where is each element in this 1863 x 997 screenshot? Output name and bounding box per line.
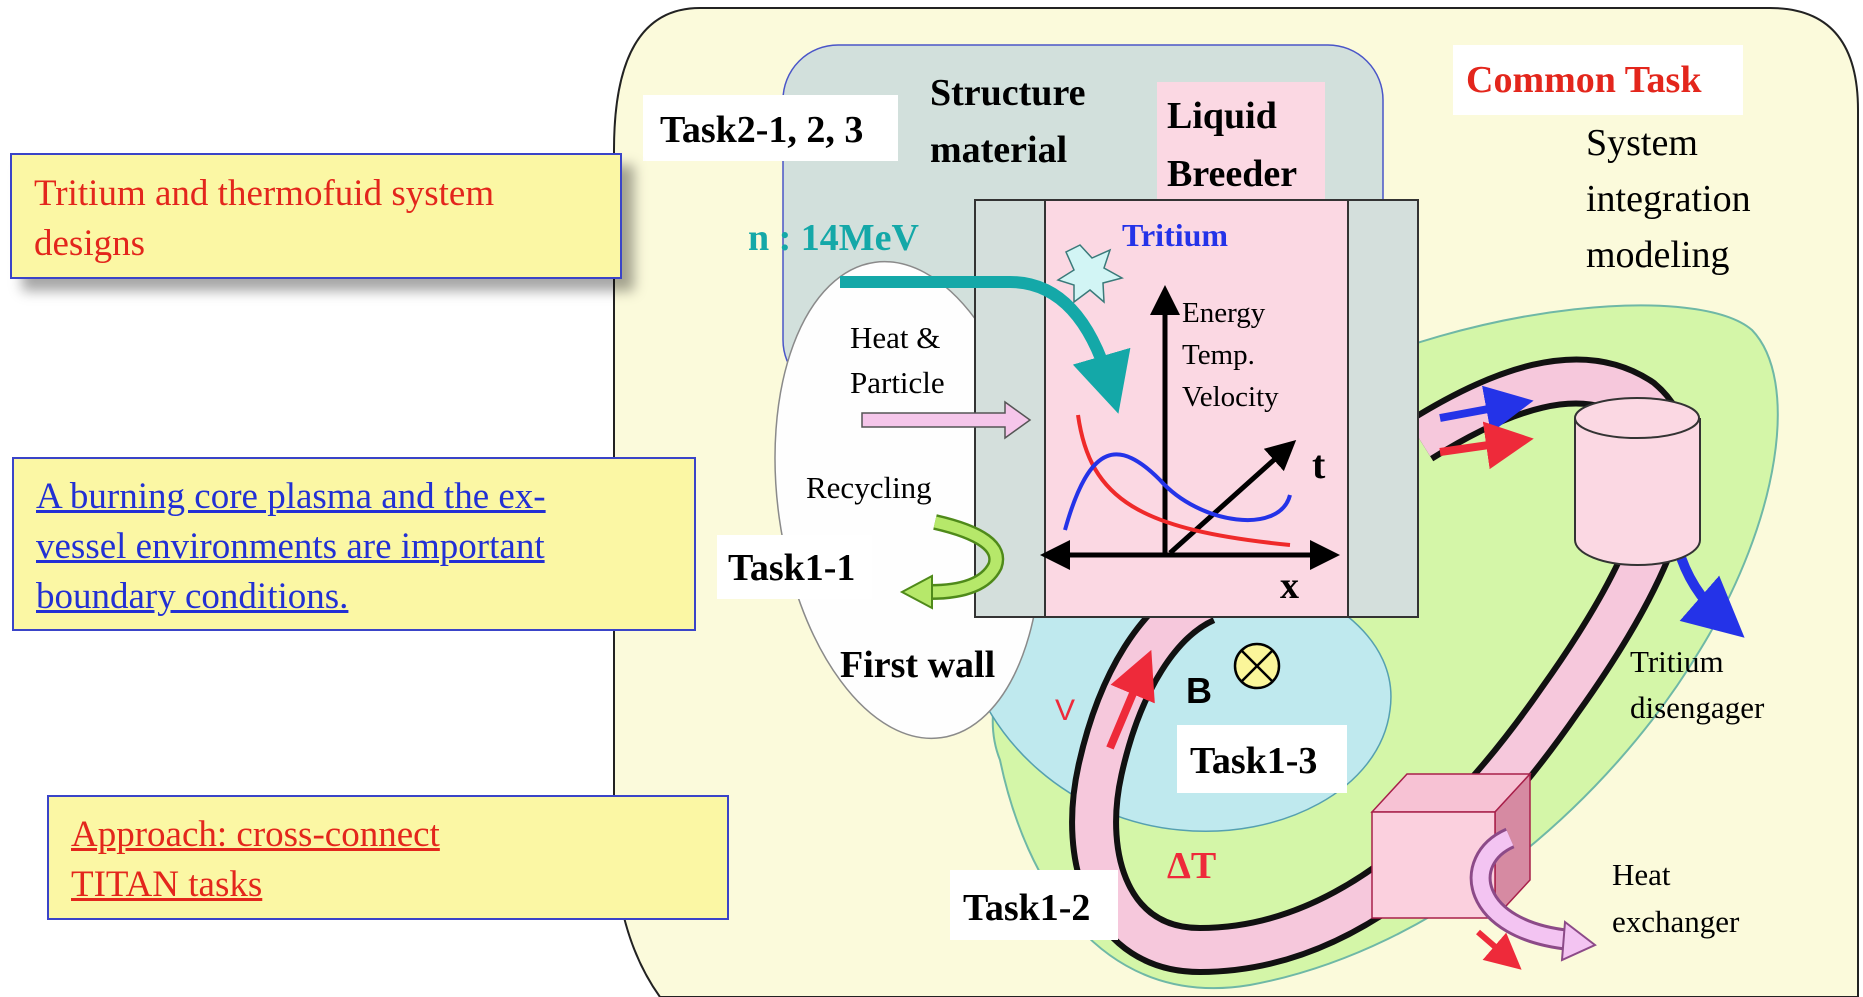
b-field-symbol [1233, 642, 1281, 690]
neutron-label: n : 14MeV [748, 217, 920, 259]
first-wall-label: First wall [840, 644, 995, 686]
system-integration-line1: System [1586, 122, 1698, 164]
tritium-label: Tritium [1122, 217, 1228, 253]
tritium-disengager-line2: disengager [1630, 690, 1765, 725]
b-field-label: B [1186, 670, 1212, 711]
boundary-conditions-box: A burning core plasma and the ex- vessel… [12, 457, 696, 631]
recycling-label: Recycling [806, 470, 932, 505]
axis-t [1168, 439, 1297, 555]
heat-exchanger-icon [1370, 772, 1532, 920]
tritium-disengager-line1: Tritium [1630, 644, 1724, 679]
tritium-design-line2: designs [34, 223, 145, 264]
task1-3-label-bg [1177, 725, 1347, 793]
task1-3-label: Task1-3 [1190, 740, 1317, 782]
velocity-arrow [1106, 649, 1155, 750]
recycling-arrow [899, 514, 1005, 610]
common-task-bg [1453, 45, 1743, 115]
tritium-disengager-icon [1574, 397, 1701, 566]
curve-red [1076, 414, 1291, 547]
approach-box: Approach: cross-connect TITAN tasks [47, 795, 729, 920]
structure-material-line1: Structure [930, 72, 1086, 114]
heat-particle-line2: Particle [850, 365, 945, 400]
delta-t-label: ΔT [1167, 845, 1216, 887]
axis-label-x: x [1280, 565, 1299, 607]
liquid-breeder-bg [1157, 82, 1325, 199]
axis-label-velocity: Velocity [1182, 381, 1279, 413]
tritium-design-box: Tritium and thermofuid system designs [10, 153, 622, 279]
neutron-arrow [840, 276, 1131, 414]
heat-exchanger-line2: exchanger [1612, 904, 1740, 939]
axis-label-energy: Energy [1182, 297, 1266, 329]
heat-exchanger-line1: Heat [1612, 857, 1671, 892]
task1-1-label-bg [717, 535, 872, 599]
task2-label: Task2-1, 2, 3 [660, 109, 863, 151]
approach-line2[interactable]: TITAN tasks [71, 864, 263, 905]
common-task-label: Common Task [1466, 59, 1702, 101]
blanket-wall-right [1347, 199, 1419, 618]
boundary-line2[interactable]: vessel environments are important [36, 526, 545, 567]
axis-label-t: t [1312, 442, 1326, 487]
task1-2-label-bg [950, 870, 1118, 940]
boundary-line1[interactable]: A burning core plasma and the ex- [36, 476, 546, 517]
heat-particle-line1: Heat & [850, 320, 940, 355]
curve-blue [1063, 452, 1292, 531]
tritium-design-line1: Tritium and thermofuid system [34, 173, 495, 214]
system-integration-line3: modeling [1586, 234, 1730, 276]
axis-label-temp: Temp. [1182, 339, 1255, 371]
heat-particle-arrow [861, 400, 1032, 440]
liquid-breeder-line1: Liquid [1167, 95, 1277, 137]
task2-label-bg [643, 95, 898, 161]
structure-material-line2: material [930, 129, 1067, 171]
heat-exchanger-swoop-arrow [1469, 827, 1597, 962]
exchanger-outlet-arrow [1476, 929, 1522, 970]
task1-1-label: Task1-1 [728, 547, 855, 589]
velocity-label: V [1055, 694, 1075, 727]
system-integration-line2: integration [1586, 178, 1751, 220]
approach-line1[interactable]: Approach: cross-connect [71, 814, 440, 855]
heat-flow-arrow [1439, 421, 1534, 470]
tritium-flow-arrow [1439, 385, 1534, 433]
boundary-line3[interactable]: boundary conditions. [36, 576, 349, 617]
tritium-star-icon [1056, 244, 1124, 304]
liquid-breeder-line2: Breeder [1167, 153, 1297, 195]
task1-2-label: Task1-2 [963, 887, 1090, 929]
